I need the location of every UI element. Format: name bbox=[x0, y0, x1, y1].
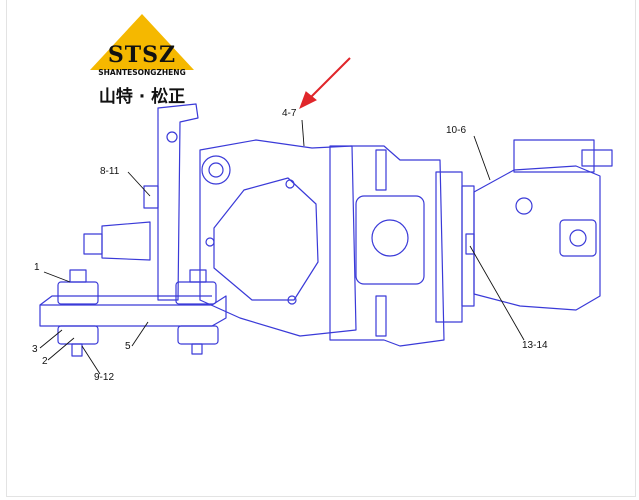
input-shaft-spline bbox=[83, 233, 103, 255]
isolator-mount-left-top bbox=[57, 281, 99, 305]
leader-5 bbox=[131, 321, 149, 347]
isolator-mount-right-bottom bbox=[177, 325, 219, 345]
callout-10-6: 10-6 bbox=[446, 125, 467, 136]
logo-mark: STSZ bbox=[107, 42, 177, 68]
logo-chinese-name: 山特 · 松正 bbox=[98, 87, 186, 107]
callout-4-7: 4-7 bbox=[282, 108, 297, 119]
isolator-mount-right-top bbox=[175, 281, 217, 305]
input-shaft bbox=[101, 221, 151, 261]
valve-block-face bbox=[355, 195, 425, 285]
bracket-plate-edge bbox=[39, 295, 212, 306]
logo-triangle bbox=[90, 14, 194, 70]
figure-frame bbox=[6, 0, 636, 497]
adapter-flange bbox=[435, 171, 463, 323]
aux-port-block bbox=[559, 219, 597, 257]
valve-port bbox=[371, 219, 409, 257]
leader-13-14 bbox=[469, 245, 525, 341]
callout-9-12: 9-12 bbox=[94, 372, 115, 383]
bracket-plate bbox=[39, 295, 227, 327]
callout-13-14: 13-14 bbox=[522, 340, 548, 351]
valve-block bbox=[329, 145, 445, 347]
strap-bolt bbox=[143, 185, 159, 209]
mount-bolt-left-bottom bbox=[71, 343, 83, 357]
strap-hole bbox=[166, 131, 178, 143]
leader-9-12 bbox=[81, 345, 101, 375]
logo-company-name: SHANTESONGZHENG bbox=[98, 68, 186, 77]
mount-bolt-left-top bbox=[69, 269, 87, 283]
callout-1: 1 bbox=[34, 262, 40, 273]
callout-5: 5 bbox=[125, 341, 131, 352]
support-strap bbox=[157, 103, 199, 301]
pump-port-upper bbox=[201, 155, 231, 185]
leader-3 bbox=[39, 329, 63, 349]
isolator-mount-left-bottom bbox=[57, 325, 99, 345]
callout-2: 2 bbox=[42, 356, 48, 367]
control-valve-top bbox=[513, 139, 595, 173]
leader-8-11 bbox=[127, 171, 151, 197]
callout-3: 3 bbox=[32, 344, 38, 355]
cover-bolt bbox=[285, 179, 295, 189]
aux-side-bolt bbox=[465, 233, 475, 255]
company-logo: STSZ SHANTESONGZHENG 山特 · 松正 bbox=[86, 12, 198, 107]
auxiliary-pump bbox=[473, 165, 601, 311]
leader-10-6 bbox=[473, 135, 491, 181]
leader-1 bbox=[43, 271, 71, 283]
leader-4-7 bbox=[301, 119, 305, 147]
callout-8-11: 8-11 bbox=[100, 166, 120, 177]
pump-cover-plate bbox=[213, 177, 319, 301]
leader-2 bbox=[47, 337, 75, 361]
highlight-arrow bbox=[299, 57, 351, 110]
pump-body-outline bbox=[199, 139, 357, 337]
mount-bolt-right-bottom bbox=[191, 343, 203, 355]
mount-bolt-right-top bbox=[189, 269, 207, 283]
